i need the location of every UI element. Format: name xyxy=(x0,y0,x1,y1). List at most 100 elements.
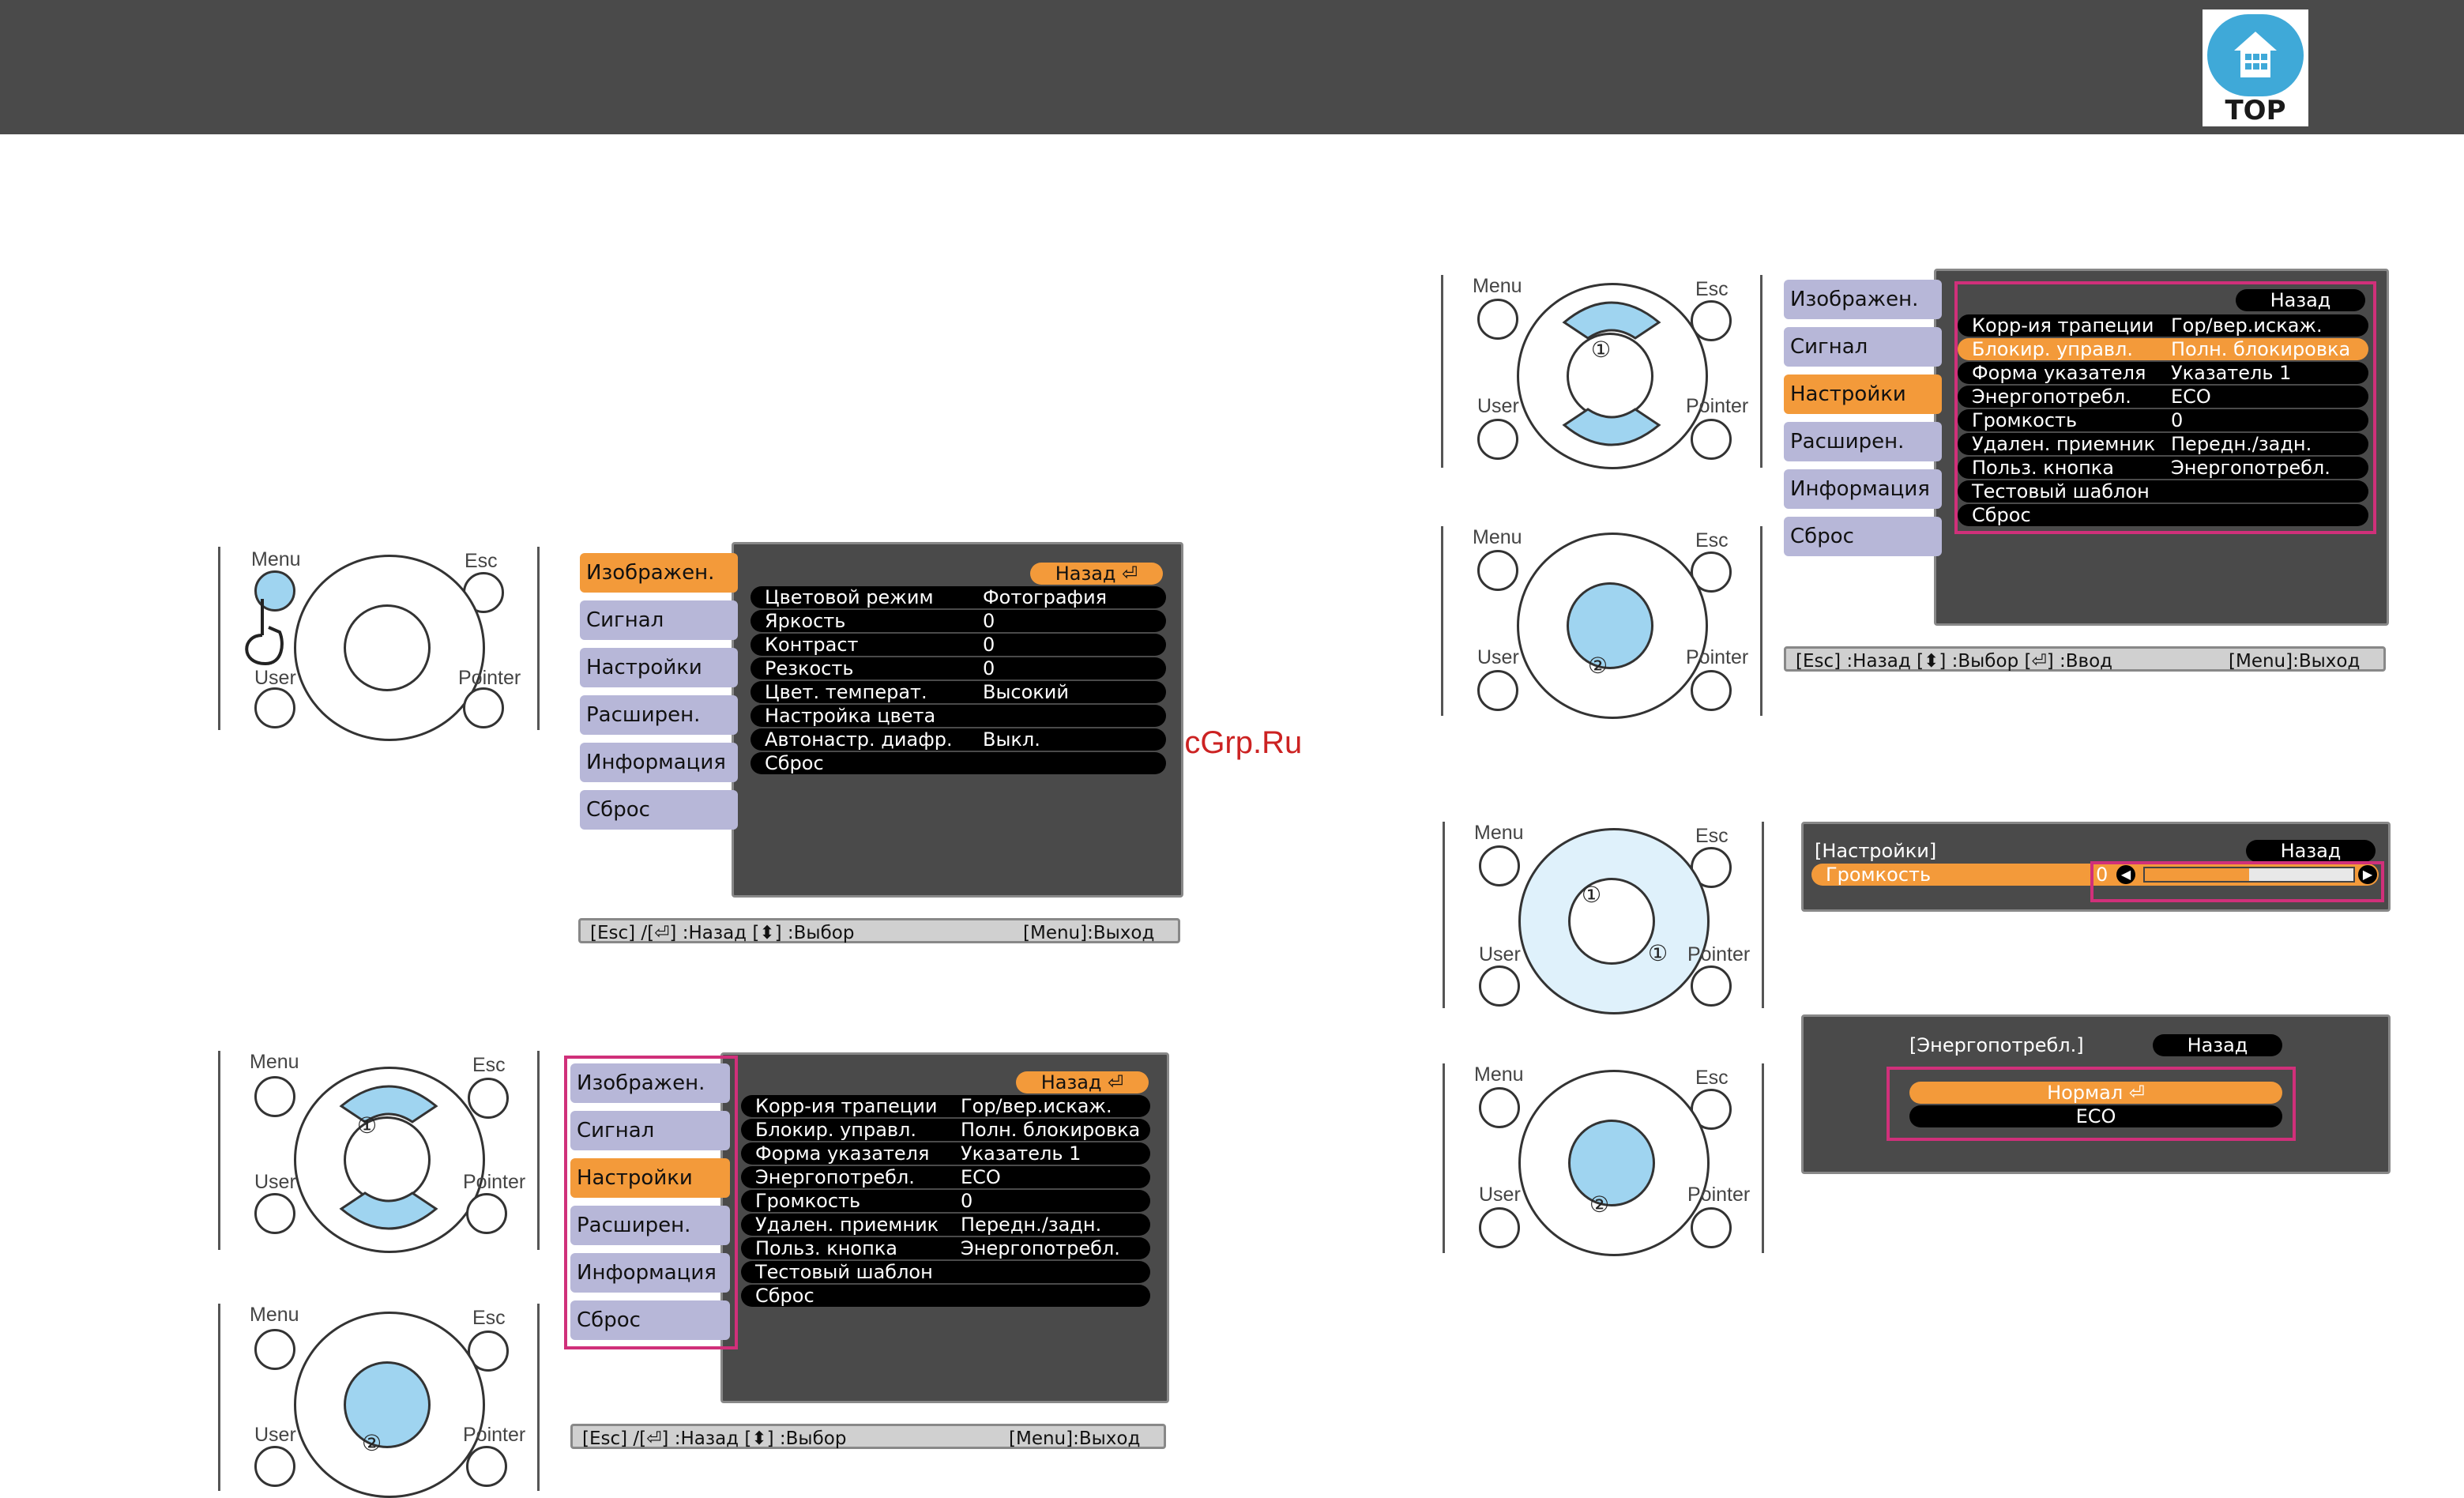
status-bar-right: [Esc] :Назад [⬍] :Выбор [⏎] :Ввод [Menu]… xyxy=(1784,646,2386,672)
menu-row[interactable]: Энергопотребл.ECO xyxy=(741,1166,1150,1188)
pointer-button[interactable] xyxy=(1691,1207,1732,1248)
pointer-button[interactable] xyxy=(466,1193,507,1234)
menu-tab[interactable]: Изображен. xyxy=(570,1063,730,1103)
menu-tab[interactable]: Сброс xyxy=(570,1300,730,1340)
menu-tab[interactable]: Настройки xyxy=(580,648,738,687)
enter-button[interactable] xyxy=(344,604,431,691)
menu-tab[interactable]: Сброс xyxy=(580,790,738,830)
power-option-eco[interactable]: ECO xyxy=(1909,1105,2282,1127)
menu-tab[interactable]: Сброс xyxy=(1784,517,1942,556)
menu-row[interactable]: Сброс xyxy=(1958,504,2368,526)
menu-tab[interactable]: Расширен. xyxy=(580,695,738,735)
enter-button[interactable] xyxy=(1567,333,1653,420)
menu-row[interactable]: Сброс xyxy=(741,1285,1150,1307)
volume-slider[interactable] xyxy=(2143,867,2355,883)
back-button[interactable]: Назад ⏎ xyxy=(1030,563,1163,585)
menu-tab[interactable]: Информация xyxy=(580,743,738,782)
user-label: User xyxy=(254,667,296,689)
direction-pad[interactable] xyxy=(1517,533,1708,719)
menu-button[interactable] xyxy=(1479,1087,1520,1128)
remote-edge xyxy=(1762,1063,1764,1253)
menu-button[interactable] xyxy=(254,1329,295,1370)
pointer-button[interactable] xyxy=(1691,419,1732,460)
menu-tab[interactable]: Расширен. xyxy=(1784,422,1942,461)
back-button[interactable]: Назад ⏎ xyxy=(1016,1071,1149,1093)
pointer-button[interactable] xyxy=(1691,670,1732,711)
menu-row-value: ECO xyxy=(961,1166,1001,1188)
menu-row[interactable]: Настройка цвета xyxy=(750,705,1166,727)
pointer-button[interactable] xyxy=(463,687,504,728)
direction-pad[interactable] xyxy=(1518,1070,1710,1256)
menu-tab[interactable]: Сигнал xyxy=(580,600,738,640)
user-button[interactable] xyxy=(254,1193,295,1234)
power-option-normal[interactable]: Нормал ⏎ xyxy=(1909,1082,2282,1104)
menu-tab[interactable]: Информация xyxy=(1784,469,1942,509)
menu-row-value: Энергопотребл. xyxy=(2171,457,2330,479)
esc-label: Esc xyxy=(1695,529,1729,551)
menu-button[interactable] xyxy=(1477,299,1518,340)
direction-pad[interactable] xyxy=(294,1312,485,1498)
menu-row[interactable]: Энергопотребл.ECO xyxy=(1958,386,2368,408)
direction-pad[interactable] xyxy=(294,555,485,741)
menu-row-key: Удален. приемник xyxy=(755,1214,939,1236)
menu-tab[interactable]: Изображен. xyxy=(1784,280,1942,319)
pointer-button[interactable] xyxy=(466,1446,507,1487)
enter-button[interactable] xyxy=(344,1361,431,1448)
enter-button[interactable] xyxy=(1567,582,1653,669)
menu-row[interactable]: Сброс xyxy=(750,752,1166,774)
user-button[interactable] xyxy=(1477,419,1518,460)
menu-tab[interactable]: Сигнал xyxy=(570,1111,730,1150)
menu-row[interactable]: Блокир. управл.Полн. блокировка xyxy=(741,1119,1150,1141)
volume-row[interactable]: Громкость 0 ◀ ▶ xyxy=(1811,864,2379,886)
esc-button[interactable] xyxy=(468,1331,509,1372)
enter-button[interactable] xyxy=(1568,1120,1655,1206)
enter-button[interactable] xyxy=(1568,878,1655,965)
menu-tab[interactable]: Сигнал xyxy=(1784,327,1942,367)
user-button[interactable] xyxy=(1479,965,1520,1007)
menu-row[interactable]: Цвет. температ.Высокий xyxy=(750,681,1166,703)
user-button[interactable] xyxy=(254,1446,295,1487)
menu-tab[interactable]: Изображен. xyxy=(580,553,738,593)
pointer-button[interactable] xyxy=(1691,965,1732,1007)
menu-tab[interactable]: Информация xyxy=(570,1253,730,1293)
back-button[interactable]: Назад xyxy=(2236,289,2365,311)
volume-increase-icon[interactable]: ▶ xyxy=(2358,865,2377,884)
volume-back-button[interactable]: Назад xyxy=(2246,840,2376,862)
user-button[interactable] xyxy=(1479,1207,1520,1248)
menu-row[interactable]: Автонастр. диафр.Выкл. xyxy=(750,728,1166,751)
user-button[interactable] xyxy=(1477,670,1518,711)
power-back-button[interactable]: Назад xyxy=(2153,1034,2282,1056)
menu-row[interactable]: Блокир. управл.Полн. блокировка xyxy=(1958,338,2368,360)
menu-tab[interactable]: Настройки xyxy=(1784,374,1942,414)
menu-row[interactable]: Тестовый шаблон xyxy=(1958,480,2368,502)
menu-label: Menu xyxy=(1473,275,1522,297)
power-panel-title: [Энергопотребл.] xyxy=(1909,1034,2084,1056)
step-1-marker: ① xyxy=(1591,337,1612,363)
direction-pad[interactable] xyxy=(1518,828,1710,1014)
menu-button[interactable] xyxy=(254,1076,295,1117)
menu-row[interactable]: Тестовый шаблон xyxy=(741,1261,1150,1283)
esc-button[interactable] xyxy=(468,1078,509,1119)
menu-button[interactable] xyxy=(1477,550,1518,591)
menu-button[interactable] xyxy=(1479,845,1520,886)
top-home-link[interactable]: TOP xyxy=(2203,9,2308,126)
user-button[interactable] xyxy=(254,687,295,728)
menu-row-key: Корр-ия трапеции xyxy=(755,1095,938,1117)
menu-tab[interactable]: Настройки xyxy=(570,1158,730,1198)
menu-tab[interactable]: Расширен. xyxy=(570,1206,730,1245)
volume-decrease-icon[interactable]: ◀ xyxy=(2116,865,2135,884)
